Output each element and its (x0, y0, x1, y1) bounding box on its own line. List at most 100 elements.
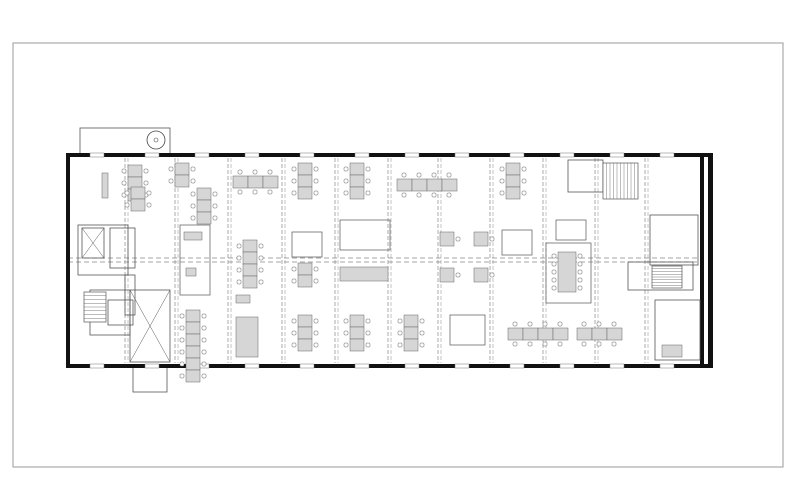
chair (611, 321, 617, 327)
elevator-icon (81, 227, 105, 259)
chair (143, 168, 149, 174)
window (559, 363, 575, 369)
chair (291, 278, 297, 284)
chair (190, 178, 196, 184)
chair (577, 253, 583, 259)
chair (431, 192, 437, 198)
chair (401, 172, 407, 178)
chair (343, 190, 349, 196)
chair (557, 321, 563, 327)
chair (521, 178, 527, 184)
desk (262, 175, 279, 189)
chair (416, 192, 422, 198)
north-wall (68, 153, 712, 157)
chair (252, 189, 258, 195)
desk (130, 198, 146, 212)
chair (179, 325, 185, 331)
desk (174, 162, 190, 176)
chair (397, 318, 403, 324)
desk (576, 327, 593, 341)
desk (185, 357, 201, 371)
desk (349, 314, 365, 328)
chair (521, 190, 527, 196)
chair (343, 330, 349, 336)
chair (551, 253, 557, 259)
desk (101, 172, 109, 199)
window (509, 152, 525, 158)
chair (401, 192, 407, 198)
desk (185, 267, 197, 277)
core-room (77, 224, 129, 276)
chair (365, 190, 371, 196)
chair (121, 168, 127, 174)
chair (124, 190, 130, 196)
chair (201, 325, 207, 331)
desk (507, 327, 524, 341)
chair (512, 321, 518, 327)
window (404, 363, 420, 369)
desk (606, 327, 623, 341)
chair (291, 342, 297, 348)
meeting-room (449, 314, 486, 346)
south-wall (68, 364, 712, 368)
chair (201, 373, 207, 379)
chair (313, 278, 319, 284)
chair (201, 349, 207, 355)
chair (343, 166, 349, 172)
chair (212, 191, 218, 197)
chair (527, 321, 533, 327)
void (129, 289, 171, 363)
window (354, 363, 370, 369)
meeting-room (501, 229, 533, 256)
core-room (109, 227, 136, 269)
chair (291, 266, 297, 272)
desk (403, 326, 419, 340)
chair (237, 189, 243, 195)
desk (297, 326, 313, 340)
chair (455, 236, 461, 242)
chair (179, 361, 185, 367)
chair (313, 266, 319, 272)
desk (349, 162, 365, 176)
chair (291, 318, 297, 324)
desk (185, 369, 201, 383)
chair (551, 269, 557, 275)
balcony (79, 127, 171, 156)
desk (591, 327, 608, 341)
chair (313, 166, 319, 172)
chair (236, 255, 242, 261)
chair (291, 178, 297, 184)
chair (446, 172, 452, 178)
chair (577, 277, 583, 283)
chair (551, 277, 557, 283)
chair (236, 243, 242, 249)
east-wall-inner (700, 155, 704, 366)
desk (473, 267, 489, 283)
desk (297, 262, 313, 276)
chair (146, 202, 152, 208)
chair (446, 192, 452, 198)
chair (499, 178, 505, 184)
desk (403, 338, 419, 352)
desk (552, 327, 569, 341)
chair (365, 318, 371, 324)
desk (426, 178, 443, 192)
desk (247, 175, 264, 189)
desk (297, 186, 313, 200)
chair (542, 341, 548, 347)
window (609, 363, 625, 369)
chair (343, 178, 349, 184)
window (144, 152, 160, 158)
desk (242, 239, 258, 253)
meeting-room (179, 224, 211, 296)
chair (431, 172, 437, 178)
desk (185, 333, 201, 347)
window (659, 363, 675, 369)
chair (190, 203, 196, 209)
chair (365, 342, 371, 348)
desk (661, 344, 683, 358)
chair (551, 261, 557, 267)
chair (521, 166, 527, 172)
core-room (107, 299, 134, 326)
chair (397, 342, 403, 348)
